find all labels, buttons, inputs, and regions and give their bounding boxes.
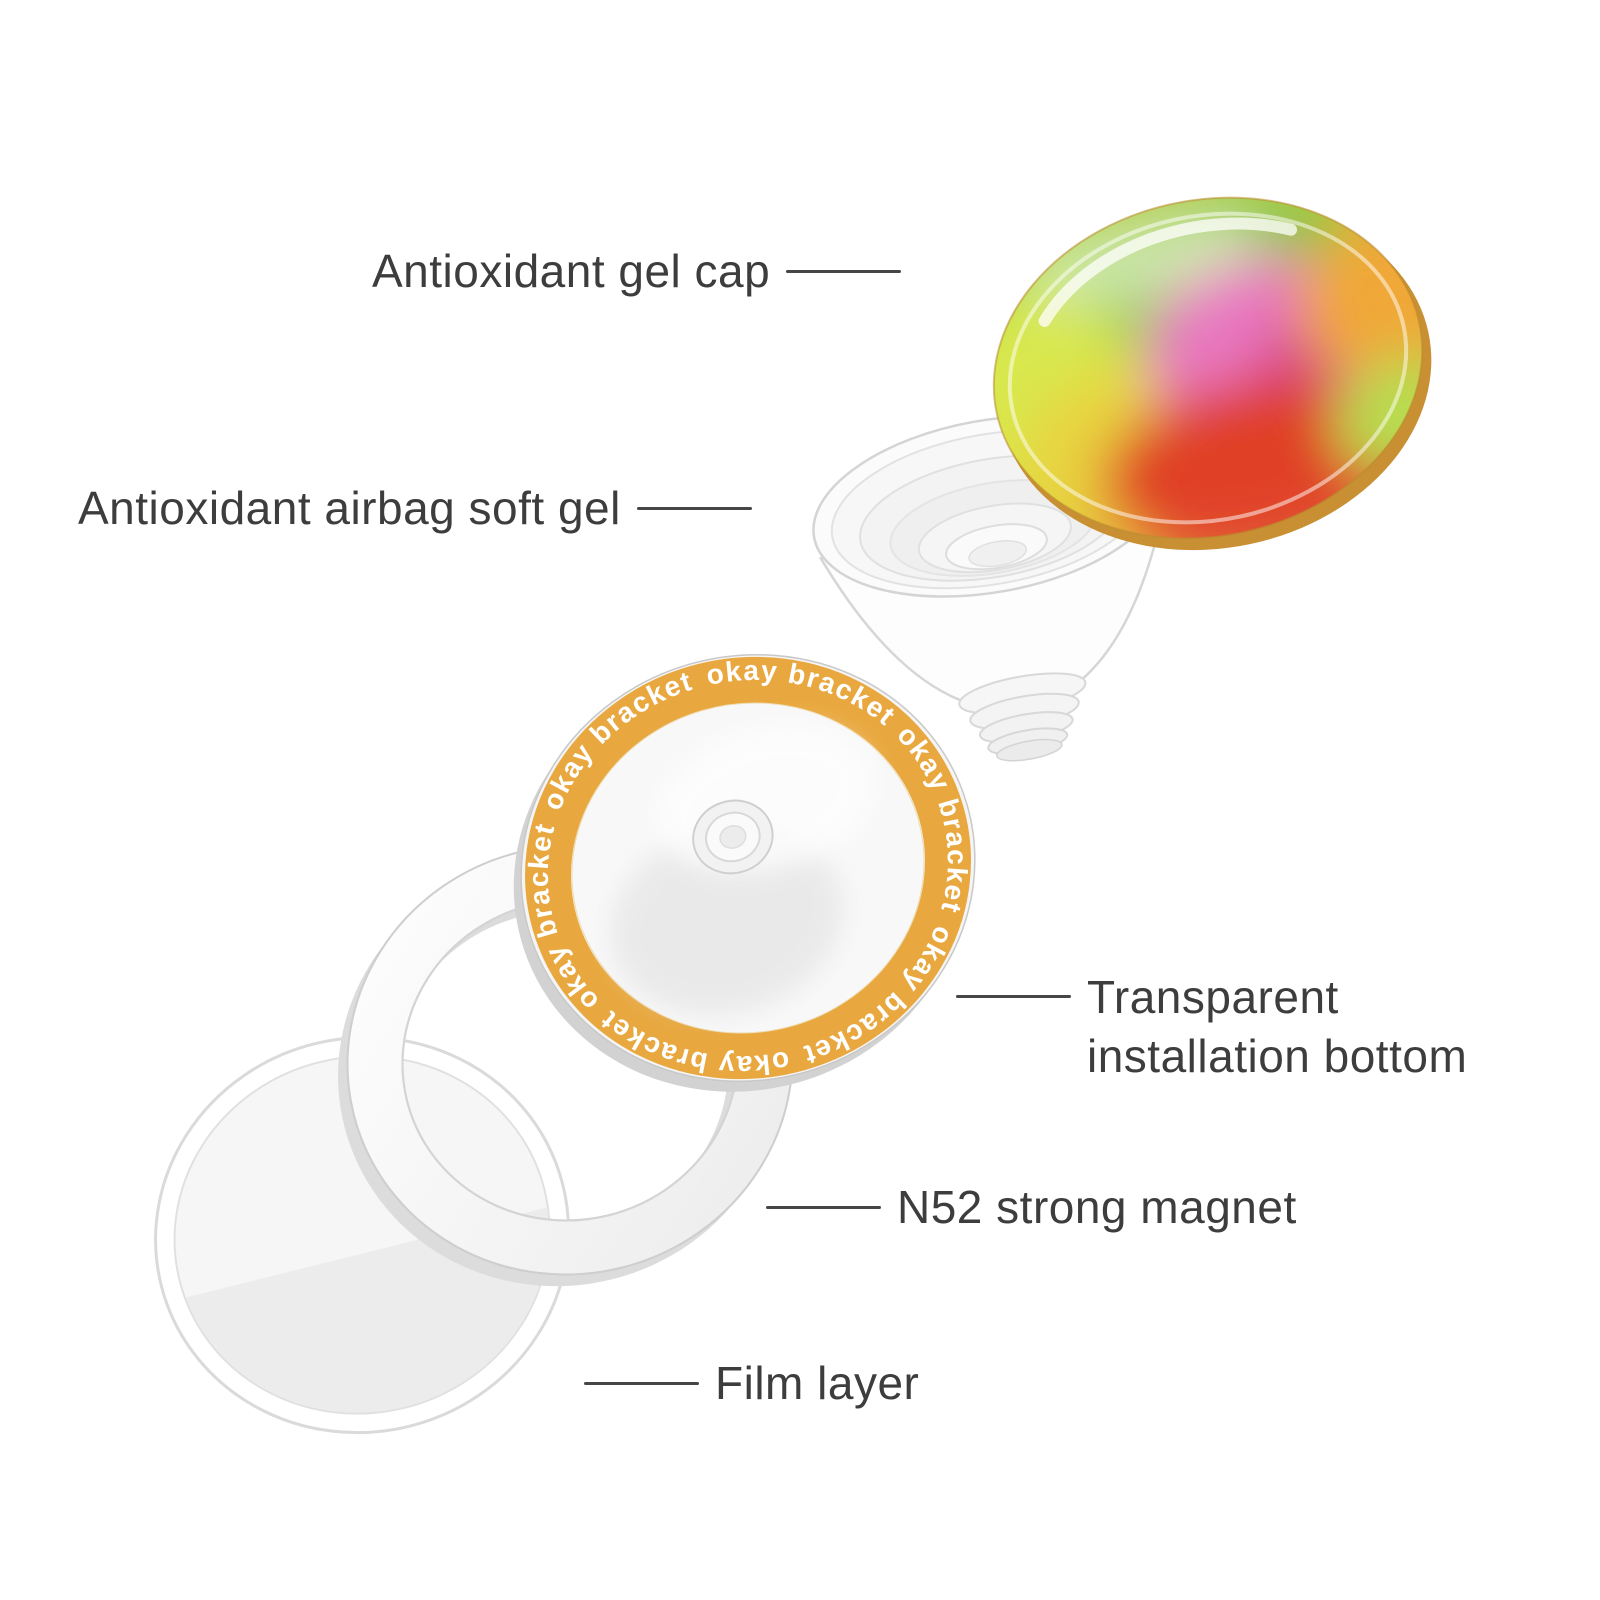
- leader-line-airbag: [636, 506, 752, 510]
- label-row-airbag: Antioxidant airbag soft gel: [78, 481, 752, 535]
- leader-line-film: [584, 1381, 699, 1385]
- leader-line-magnet: [766, 1205, 881, 1209]
- label-film: Film layer: [715, 1357, 920, 1409]
- label-row-gel-cap: Antioxidant gel cap: [372, 244, 902, 298]
- leader-line-install-bottom: [956, 995, 1071, 998]
- label-row-install-bottom: Transparent installation bottom: [956, 968, 1567, 1086]
- ring-band: [525, 656, 971, 1080]
- gel-cap-graphic: [961, 178, 1455, 551]
- install-bottom-graphic: okay bracket okay bracket okay bracket o…: [501, 612, 994, 1125]
- label-airbag: Antioxidant airbag soft gel: [78, 482, 621, 534]
- label-row-magnet: N52 strong magnet: [766, 1180, 1297, 1234]
- label-row-film: Film layer: [584, 1356, 919, 1410]
- label-install-bottom: Transparent installation bottom: [1087, 971, 1468, 1082]
- label-gel-cap: Antioxidant gel cap: [372, 245, 771, 297]
- film-layer-graphic: [154, 1035, 570, 1435]
- leader-line-gel-cap: [786, 269, 902, 273]
- label-magnet: N52 strong magnet: [897, 1181, 1297, 1233]
- airbag-gel-graphic: [812, 414, 1168, 762]
